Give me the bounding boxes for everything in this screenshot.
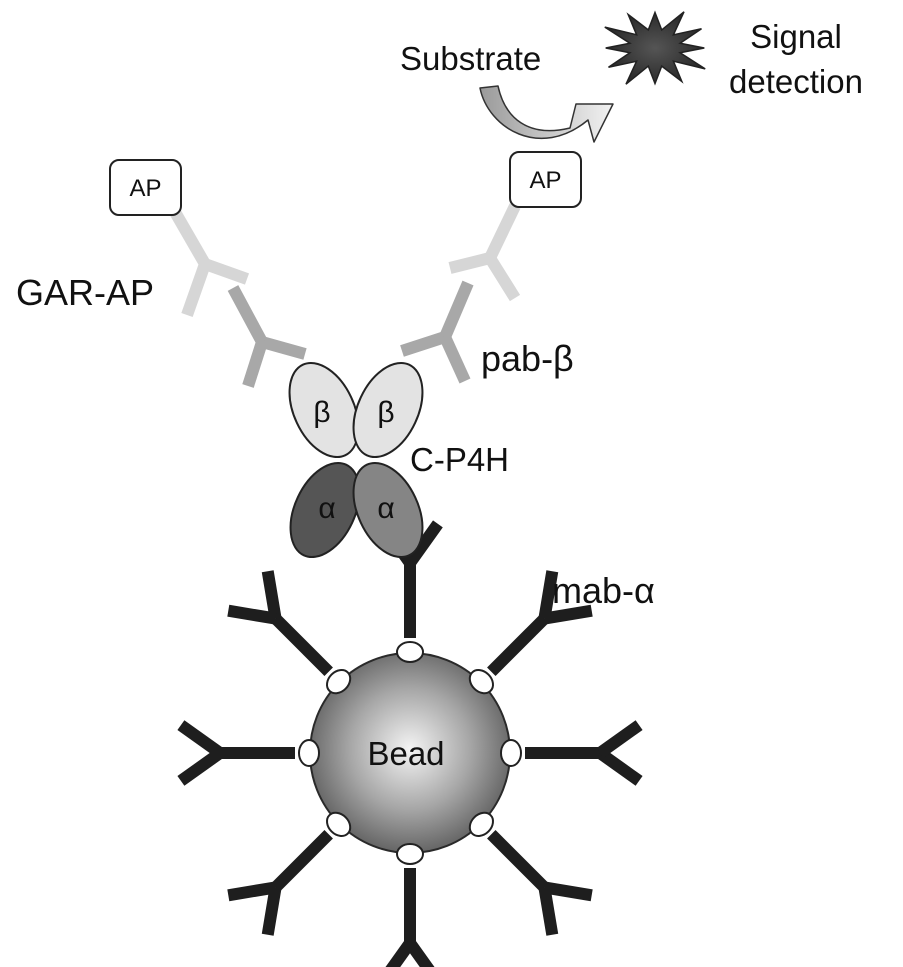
mab-arm-4-0 bbox=[385, 939, 415, 967]
gar-ap-antibodies bbox=[169, 203, 521, 317]
mab-arm-7-1 bbox=[227, 604, 277, 625]
beta-label-right: β bbox=[377, 396, 394, 429]
pab-right-stem bbox=[400, 331, 447, 357]
gar-left-arm-right bbox=[202, 258, 250, 285]
mab-stem-1 bbox=[487, 614, 549, 676]
c-p4h-complex bbox=[288, 361, 424, 559]
ap-label-right: AP bbox=[529, 167, 561, 194]
pab-left-arm-lower bbox=[242, 340, 268, 388]
pab-right-arm-lower bbox=[439, 334, 471, 384]
mab-arm-2-0 bbox=[596, 748, 643, 786]
substrate-conversion-arrow bbox=[479, 85, 614, 143]
mab-arm-1-1 bbox=[538, 570, 559, 620]
pab-right-arm-upper bbox=[439, 280, 474, 340]
attachment-oval-2 bbox=[500, 739, 522, 767]
attachment-oval-3 bbox=[468, 811, 494, 837]
gar-left-arm-lower bbox=[181, 262, 211, 317]
pab-beta-label: pab-β bbox=[481, 338, 574, 379]
bead-attachment-points bbox=[298, 641, 522, 865]
mab-arm-3-1 bbox=[543, 881, 593, 902]
attachment-oval-7 bbox=[326, 669, 352, 695]
beta-label-left: β bbox=[313, 396, 330, 429]
mab-arm-6-0 bbox=[177, 720, 224, 758]
ap-box-right bbox=[509, 151, 582, 208]
attachment-oval-5 bbox=[326, 811, 352, 837]
mab-alpha-label: mab-α bbox=[552, 570, 655, 611]
mab-arm-2-1 bbox=[596, 720, 643, 758]
attachment-oval-4 bbox=[396, 843, 424, 865]
bead-label: Bead bbox=[367, 735, 444, 772]
attachment-oval-6 bbox=[298, 739, 320, 767]
c-p4h-label: C-P4H bbox=[410, 441, 509, 478]
mab-arm-4-1 bbox=[405, 939, 435, 967]
mab-stem-3 bbox=[487, 830, 549, 892]
alpha-label-right: α bbox=[377, 492, 394, 525]
mab-arm-0-0 bbox=[405, 520, 443, 567]
mab-arm-3-0 bbox=[538, 886, 559, 936]
mab-arm-1-0 bbox=[543, 604, 593, 625]
mab-stem-5 bbox=[271, 830, 333, 892]
mab-antibodies bbox=[177, 520, 643, 967]
mab-stem-7 bbox=[271, 614, 333, 676]
attachment-oval-0 bbox=[396, 641, 424, 663]
gar-left-stem bbox=[169, 209, 211, 267]
pab-beta-antibodies bbox=[227, 280, 474, 388]
signal-label-line2: detection bbox=[729, 63, 863, 100]
beta-subunit-left bbox=[288, 361, 360, 459]
gar-right-arm-lower bbox=[484, 254, 521, 302]
gar-right-arm-left bbox=[448, 252, 492, 274]
alpha-label-left: α bbox=[318, 492, 335, 525]
mab-arm-5-1 bbox=[261, 886, 282, 936]
alpha-subunit-left bbox=[289, 461, 361, 559]
alpha-subunit-right bbox=[352, 461, 424, 559]
gar-ap-label: GAR-AP bbox=[16, 272, 154, 313]
pab-left-arm-upper bbox=[227, 285, 268, 345]
beta-subunit-right bbox=[352, 361, 424, 459]
ap-box-left bbox=[109, 159, 182, 216]
mab-arm-5-0 bbox=[227, 881, 277, 902]
signal-star-icon bbox=[604, 10, 706, 86]
gar-right-stem bbox=[484, 203, 521, 261]
ap-label-left: AP bbox=[129, 175, 161, 202]
attachment-oval-1 bbox=[468, 669, 494, 695]
pab-left-stem bbox=[260, 336, 307, 360]
mab-arm-7-0 bbox=[261, 570, 282, 620]
substrate-label: Substrate bbox=[400, 40, 541, 77]
signal-label-line1: Signal bbox=[750, 18, 842, 55]
mab-arm-6-1 bbox=[177, 748, 224, 786]
